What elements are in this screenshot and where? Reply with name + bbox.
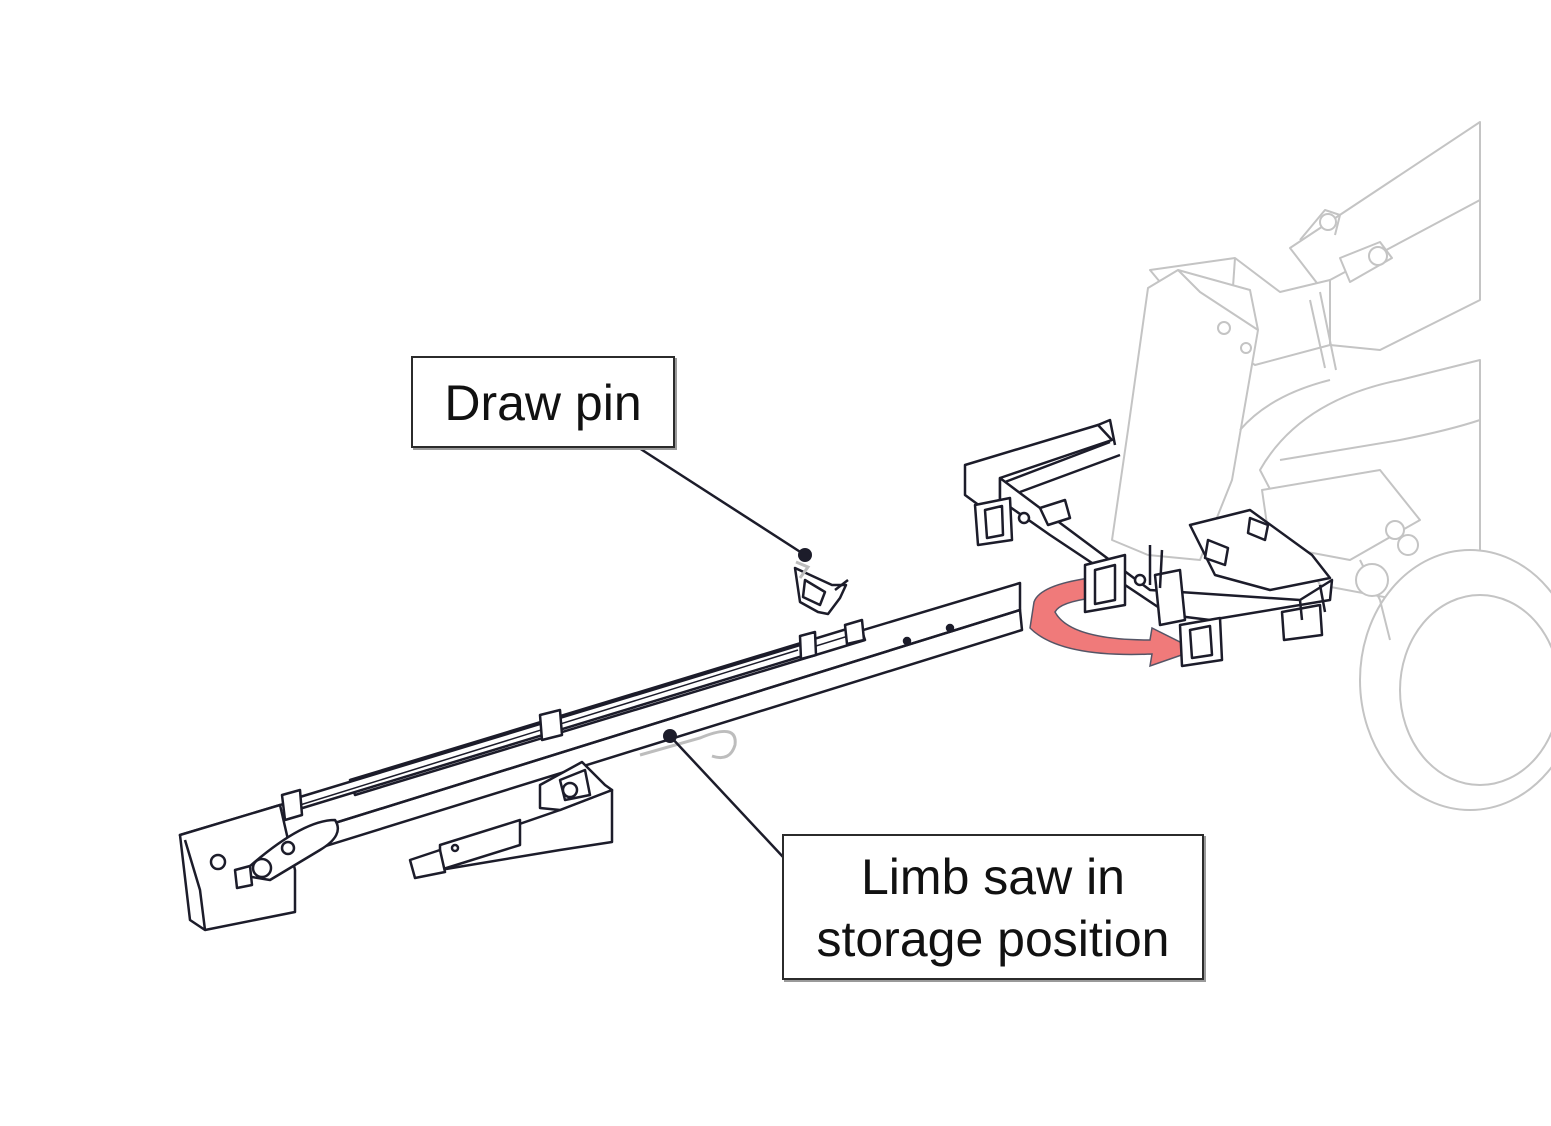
limb-saw-boom — [178, 581, 1024, 932]
draw-pin-loop-faded — [795, 560, 811, 579]
draw-pin-leader-dot — [798, 548, 812, 562]
rotation-arrow-icon — [1029, 577, 1198, 668]
tractor-loader-background — [1111, 121, 1551, 811]
draw-pin — [793, 566, 849, 616]
draw-pin-leader-line — [635, 444, 806, 557]
draw-pin-label: Draw pin — [444, 375, 642, 431]
limb-saw-leader-line — [669, 735, 785, 859]
limb-saw-callout: Limb saw in storage position — [782, 834, 1204, 980]
limb-saw-label-line1: Limb saw in — [861, 849, 1125, 905]
storage-hook-faded — [639, 729, 737, 760]
limb-saw-leader-dot — [663, 729, 677, 743]
draw-pin-callout: Draw pin — [411, 356, 675, 448]
limb-saw-label-line2: storage position — [816, 911, 1170, 967]
loader-mount-frame — [963, 418, 1334, 668]
